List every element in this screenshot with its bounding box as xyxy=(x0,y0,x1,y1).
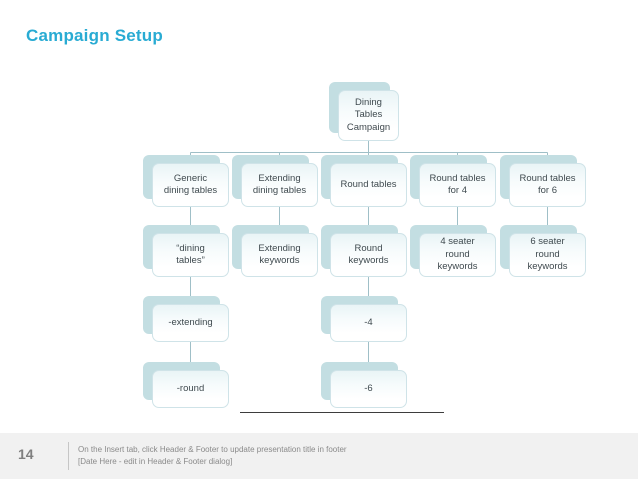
node-card: “dining tables” xyxy=(152,233,229,277)
node-card: Round keywords xyxy=(330,233,407,277)
node-extending-keywords[interactable]: Extending keywords xyxy=(232,225,318,277)
node-label: Extending keywords xyxy=(258,242,301,267)
node-card: Round tables for 4 xyxy=(419,163,496,207)
page-title: Campaign Setup xyxy=(26,26,163,45)
campaign-setup-org-chart: Dining Tables Campaign Generic dining ta… xyxy=(143,82,586,413)
node-card: Extending dining tables xyxy=(241,163,318,207)
horizontal-rule xyxy=(240,412,444,413)
node-negative-4[interactable]: -4 xyxy=(321,296,407,342)
node-card: -4 xyxy=(330,304,407,342)
node-label: Round tables for 4 xyxy=(429,172,486,197)
node-round-tables-for-6[interactable]: Round tables for 6 xyxy=(500,155,586,207)
node-label: Dining Tables Campaign xyxy=(346,96,391,133)
node-card: Dining Tables Campaign xyxy=(338,90,399,141)
node-card: Generic dining tables xyxy=(152,163,229,207)
node-label: Extending dining tables xyxy=(252,172,307,197)
node-dining-tables-keyword[interactable]: “dining tables” xyxy=(143,225,229,277)
node-label: Round tables for 6 xyxy=(519,172,576,197)
slide-number: 14 xyxy=(18,446,34,462)
node-label: 4 seater round keywords xyxy=(437,236,478,273)
node-round-keywords[interactable]: Round keywords xyxy=(321,225,407,277)
node-negative-round[interactable]: -round xyxy=(143,362,229,408)
node-label: -6 xyxy=(364,382,373,394)
node-round-tables[interactable]: Round tables xyxy=(321,155,407,207)
footer-divider xyxy=(68,442,69,470)
node-negative-6[interactable]: -6 xyxy=(321,362,407,408)
node-card: -6 xyxy=(330,370,407,408)
node-card: Extending keywords xyxy=(241,233,318,277)
footer-line-2: [Date Here - edit in Header & Footer dia… xyxy=(78,456,233,466)
node-label: -extending xyxy=(168,316,213,328)
slide-footer: 14 On the Insert tab, click Header & Foo… xyxy=(0,433,638,479)
node-generic-dining-tables[interactable]: Generic dining tables xyxy=(143,155,229,207)
node-label: Round tables xyxy=(340,178,397,190)
node-label: -round xyxy=(176,382,205,394)
footer-line-1: On the Insert tab, click Header & Footer… xyxy=(78,445,347,454)
node-root[interactable]: Dining Tables Campaign xyxy=(329,82,399,141)
node-round-tables-for-4[interactable]: Round tables for 4 xyxy=(410,155,496,207)
node-negative-extending[interactable]: -extending xyxy=(143,296,229,342)
node-card: 4 seater round keywords xyxy=(419,233,496,277)
node-6-seater-round-keywords[interactable]: 6 seater round keywords xyxy=(500,225,586,277)
footer-text: On the Insert tab, click Header & Footer… xyxy=(78,444,347,467)
node-4-seater-round-keywords[interactable]: 4 seater round keywords xyxy=(410,225,496,277)
node-card: Round tables xyxy=(330,163,407,207)
connector-lines xyxy=(190,141,548,370)
node-label: 6 seater round keywords xyxy=(527,236,568,273)
node-card: -extending xyxy=(152,304,229,342)
node-extending-dining-tables[interactable]: Extending dining tables xyxy=(232,155,318,207)
node-card: Round tables for 6 xyxy=(509,163,586,207)
node-label: “dining tables” xyxy=(176,242,205,267)
node-card: -round xyxy=(152,370,229,408)
node-label: Round keywords xyxy=(348,242,389,267)
node-label: Generic dining tables xyxy=(163,172,218,197)
node-card: 6 seater round keywords xyxy=(509,233,586,277)
node-label: -4 xyxy=(364,316,373,328)
